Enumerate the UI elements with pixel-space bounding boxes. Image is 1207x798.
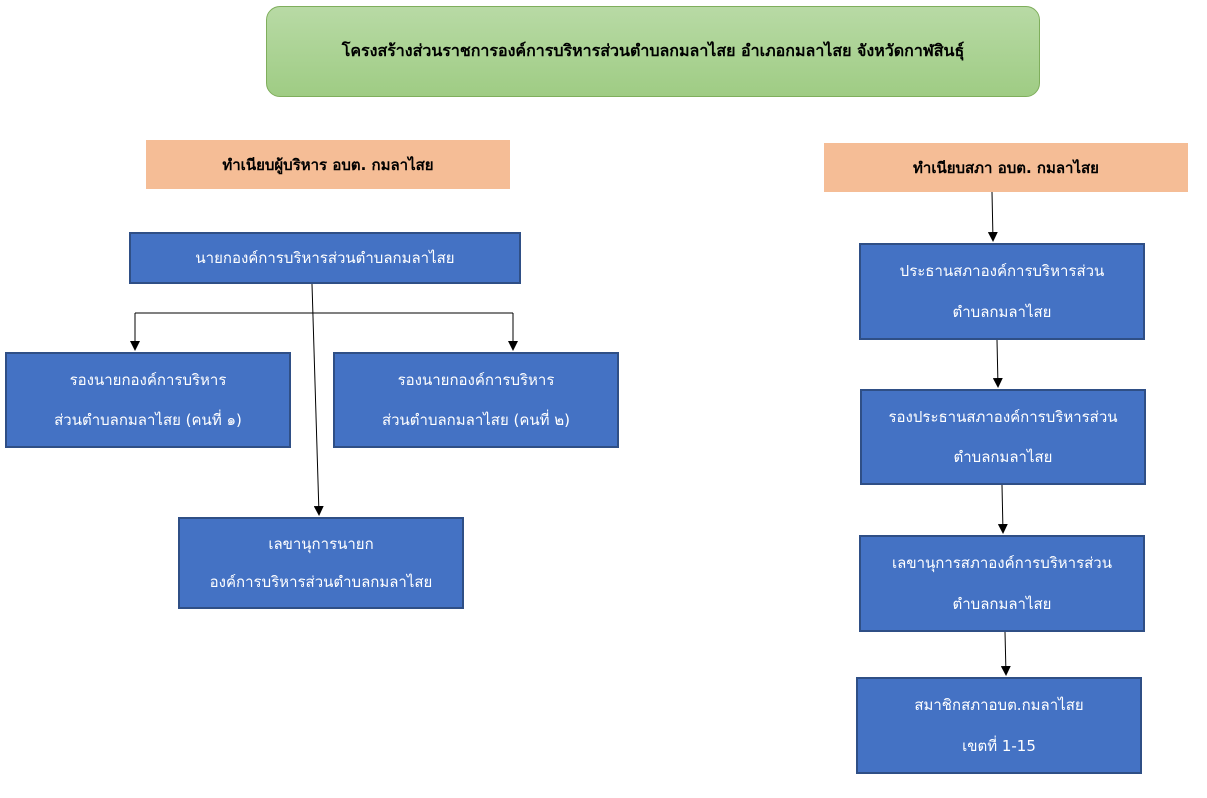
- deputy-mayor-1-node: รองนายกองค์การบริหาร ส่วนตำบลกมลาไสย (คน…: [5, 352, 291, 448]
- council-header-text: ทำเนียบสภา อบต. กมลาไสย: [913, 158, 1099, 177]
- council-president-line1: ประธานสภาองค์การบริหารส่วน: [899, 262, 1105, 281]
- council-vice-president-line1: รองประธานสภาองค์การบริหารส่วน: [888, 408, 1118, 426]
- arrow-to-mayor-secretary: [311, 283, 324, 516]
- mayor-node: นายกองค์การบริหารส่วนตำบลกมลาไสย: [129, 232, 521, 284]
- deputy-mayor-2-line1: รองนายกองค์การบริหาร: [397, 371, 555, 389]
- executives-header: ทำเนียบผู้บริหาร อบต. กมลาไสย: [146, 140, 510, 189]
- council-members-line2: เขตที่ 1-15: [962, 736, 1036, 755]
- council-members-line1: สมาชิกสภาอบต.กมลาไสย: [914, 696, 1084, 715]
- executives-header-text: ทำเนียบผู้บริหาร อบต. กมลาไสย: [222, 155, 434, 174]
- council-vice-president-line2: ตำบลกมลาไสย: [953, 448, 1053, 466]
- council-president-line2: ตำบลกมลาไสย: [952, 302, 1052, 321]
- deputy-mayor-1-line2: ส่วนตำบลกมลาไสย (คนที่ ๑): [54, 411, 242, 429]
- council-secretary-line1: เลขานุการสภาองค์การบริหารส่วน: [892, 554, 1112, 573]
- deputy-mayor-2-line2: ส่วนตำบลกมลาไสย (คนที่ ๒): [381, 411, 571, 429]
- deputy-mayor-2-node: รองนายกองค์การบริหาร ส่วนตำบลกมลาไสย (คน…: [333, 352, 619, 448]
- arrow-to-council-president: [987, 191, 998, 242]
- council-secretary-line2: ตำบลกมลาไสย: [952, 594, 1052, 613]
- mayor-secretary-line1: เลขานุการนายก: [268, 535, 374, 553]
- council-vice-president-node: รองประธานสภาองค์การบริหารส่วน ตำบลกมลาไส…: [860, 389, 1146, 485]
- mayor-secretary-line2: องค์การบริหารส่วนตำบลกมลาไสย: [209, 573, 433, 591]
- arrow-to-council-secretary: [997, 484, 1008, 534]
- mayor-label: นายกองค์การบริหารส่วนตำบลกมลาไสย: [195, 249, 455, 267]
- mayor-secretary-node: เลขานุการนายก องค์การบริหารส่วนตำบลกมลาไ…: [178, 517, 464, 609]
- arrow-to-council-members: [1000, 631, 1011, 676]
- council-header: ทำเนียบสภา อบต. กมลาไสย: [824, 143, 1188, 192]
- chart-title-text: โครงสร้างส่วนราชการองค์การบริหารส่วนตำบล…: [341, 41, 965, 60]
- chart-title: โครงสร้างส่วนราชการองค์การบริหารส่วนตำบล…: [266, 6, 1040, 97]
- council-members-node: สมาชิกสภาอบต.กมลาไสย เขตที่ 1-15: [856, 677, 1142, 774]
- deputy-mayor-1-line1: รองนายกองค์การบริหาร: [69, 371, 227, 389]
- arrow-to-council-vice-president: [992, 339, 1003, 388]
- council-president-node: ประธานสภาองค์การบริหารส่วน ตำบลกมลาไสย: [859, 243, 1145, 340]
- council-secretary-node: เลขานุการสภาองค์การบริหารส่วน ตำบลกมลาไส…: [859, 535, 1145, 632]
